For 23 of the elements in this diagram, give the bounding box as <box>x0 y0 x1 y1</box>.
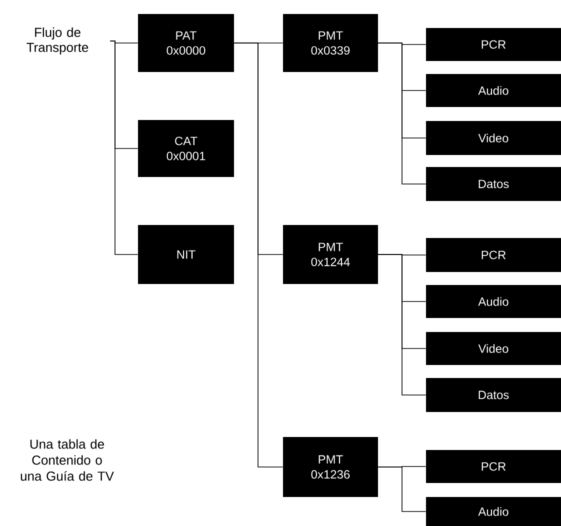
stream-label: Flujo de Transporte <box>26 27 88 55</box>
table-box: Datos <box>426 167 561 201</box>
connector-line <box>378 254 426 396</box>
table-box: Video <box>426 121 561 155</box>
table-box: CAT 0x0001 <box>138 120 234 177</box>
table-box: PMT 0x1244 <box>283 225 378 284</box>
table-box: PCR <box>426 450 561 483</box>
table-box: Audio <box>426 285 561 318</box>
table-box: PMT 0x1236 <box>283 437 378 497</box>
connector-line <box>234 42 284 468</box>
connector-line <box>110 40 138 255</box>
table-box: PCR <box>426 238 561 272</box>
table-box: PCR <box>426 28 561 61</box>
connector-line <box>378 466 426 512</box>
table-box: Video <box>426 332 561 365</box>
table-box: Audio <box>426 74 561 107</box>
table-box: NIT <box>138 225 234 284</box>
table-box: Audio <box>426 497 561 526</box>
table-box: PAT 0x0000 <box>138 14 234 72</box>
connector-line <box>378 42 426 184</box>
note-text: Una tabla de Contenido o una Guía de TV <box>20 439 114 481</box>
table-box: PMT 0x0339 <box>283 14 378 72</box>
table-box: Datos <box>426 378 561 412</box>
